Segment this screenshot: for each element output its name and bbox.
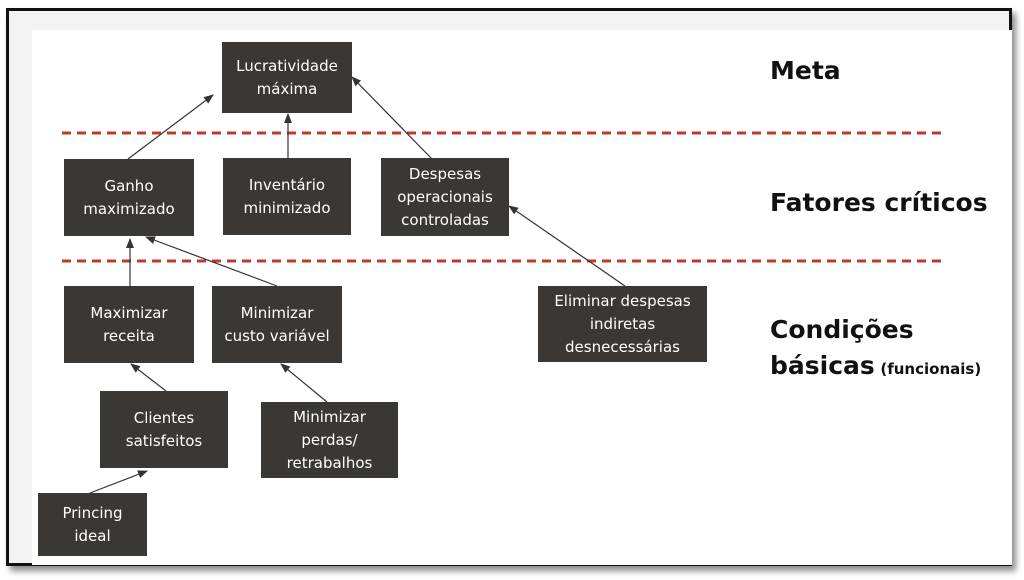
arrow-despesas-to-lucratividade [351,76,433,160]
node-minimizar-custo: Minimizar custo variável [212,286,342,363]
node-minimizar-perdas: Minimizar perdas/ retrabalhos [261,402,398,478]
level-label-basicas: básicas [770,351,875,380]
level-label-funcionais: (funcionais) [880,360,982,378]
node-princing-ideal: Princing ideal [38,493,147,556]
node-clientes-satisfeitos: Clientes satisfeitos [100,391,228,468]
arrow-perdas-to-custo [280,363,328,403]
level-label-meta: Meta [770,56,841,85]
level-label-fatores-criticos: Fatores críticos [770,188,988,217]
arrow-ganho-to-lucratividade [127,94,214,160]
arrow-clientes-to-receita [130,363,167,392]
node-maximizar-receita: Maximizar receita [64,286,194,363]
arrow-princing-to-clientes [89,470,148,494]
level-label-condicoes-line1: Condições [770,315,914,344]
arrow-eliminar-to-despesas [508,205,626,287]
node-lucratividade-maxima: Lucratividade máxima [222,42,352,113]
slide-background [32,30,1012,565]
node-ganho-maximizado: Ganho maximizado [64,159,194,236]
arrow-custo-to-ganho [145,236,278,287]
node-eliminar-despesas: Eliminar despesas indiretas desnecessári… [538,286,707,362]
level-label-condicoes-line2: básicas (funcionais) [770,351,981,380]
node-despesas-operacionais: Despesas operacionais controladas [381,158,509,236]
node-inventario-minimizado: Inventário minimizado [223,158,351,235]
